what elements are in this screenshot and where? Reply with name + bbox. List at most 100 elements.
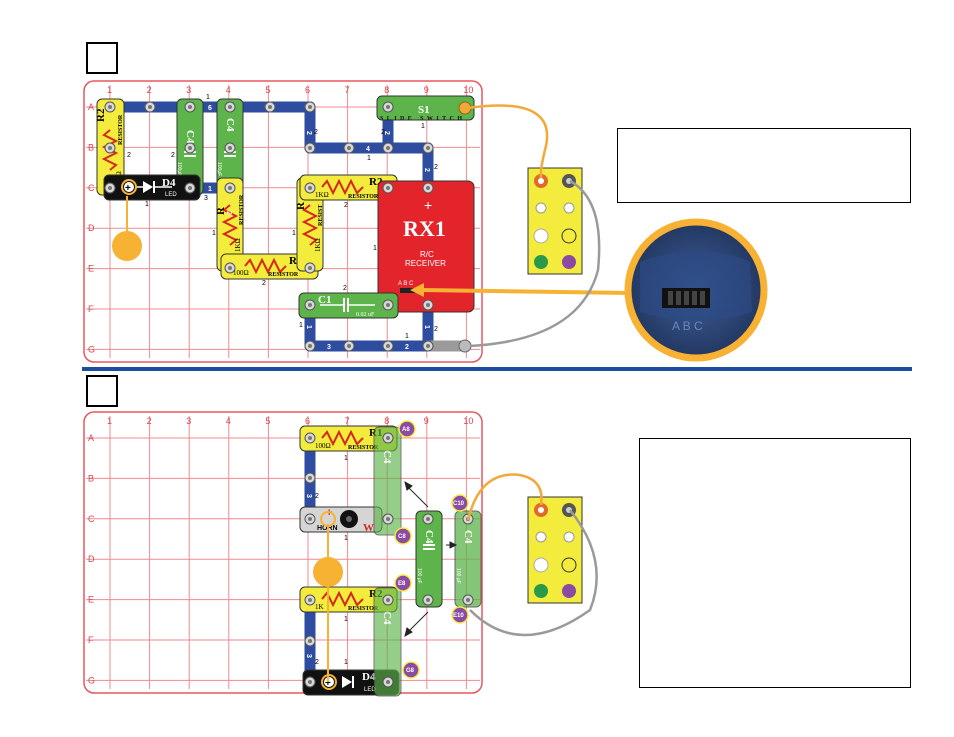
column-label: 9	[424, 416, 429, 426]
row-label: D	[88, 554, 95, 564]
d4-name: D4	[162, 177, 176, 189]
rx1-name: RX1	[403, 216, 446, 241]
column-label: 2	[147, 416, 152, 426]
snap-studs-1	[104, 101, 472, 353]
resistor-vertical-col4: R RESISTOR 1KΩ	[215, 177, 245, 272]
column-label: 3	[186, 416, 191, 426]
svg-text:C4: C4	[381, 450, 393, 464]
row-label: C	[88, 183, 95, 193]
svg-text:2: 2	[434, 326, 438, 333]
svg-text:1: 1	[373, 245, 377, 252]
column-label: 4	[226, 85, 231, 95]
snap-side-numbers-2: 121 112	[315, 455, 348, 666]
svg-text:1: 1	[299, 322, 303, 329]
svg-text:C4: C4	[381, 611, 393, 625]
c1-value: 0.02 uF	[356, 312, 375, 318]
svg-text:100 μF: 100 μF	[455, 568, 461, 584]
c4-left-name: C4	[184, 130, 196, 144]
receiver-rx1: + RX1 R/C RECEIVER A B C	[377, 180, 475, 313]
column-label: 6	[305, 85, 310, 95]
svg-text:C10: C10	[453, 501, 465, 507]
svg-text:1: 1	[145, 201, 149, 208]
row-label: E	[88, 595, 94, 605]
column-label: 2	[147, 85, 152, 95]
section-divider	[82, 367, 912, 371]
row-label: F	[88, 304, 94, 314]
svg-text:1: 1	[305, 325, 312, 329]
row-label: E	[88, 264, 94, 274]
column-label: 4	[226, 416, 231, 426]
svg-text:2: 2	[127, 152, 131, 159]
capacitor-c4-d: C4	[373, 587, 402, 697]
snap-numbers-2: 3 3	[305, 494, 312, 658]
snap-studs-2	[304, 432, 474, 688]
s1-kind: SLIDE SWITCH	[380, 116, 462, 122]
svg-text:1: 1	[344, 659, 348, 666]
column-label: 7	[345, 416, 350, 426]
d4-fig2-name: D4	[362, 671, 376, 683]
svg-text:E8: E8	[398, 581, 406, 587]
column-label: 10	[463, 85, 473, 95]
svg-text:6: 6	[208, 105, 212, 112]
column-label: 9	[424, 85, 429, 95]
capacitor-c4-c: C4 100 μF	[454, 510, 482, 608]
svg-text:2: 2	[343, 285, 347, 292]
svg-text:2: 2	[225, 211, 232, 215]
svg-text:2: 2	[383, 131, 390, 135]
r-vert-a-value: 1KΩ	[234, 238, 242, 252]
c4-mid-value: 100μF	[216, 162, 222, 176]
rx1-channels: A B C	[398, 281, 414, 287]
c4-mid-name: C4	[224, 118, 236, 132]
svg-text:E10: E10	[453, 613, 464, 619]
r2-left-name: R2	[95, 108, 107, 122]
r2-left-kind: RESISTOR	[118, 114, 124, 145]
rx1-plus: +	[424, 197, 432, 213]
zoom-letters: A B C	[672, 319, 703, 333]
svg-text:3: 3	[305, 654, 312, 658]
d4-plus: +	[125, 183, 131, 194]
r-vert-b-name: R	[295, 201, 307, 210]
svg-text:4: 4	[366, 146, 370, 153]
meter-box-1	[527, 167, 583, 275]
column-label: 8	[384, 85, 389, 95]
svg-text:1: 1	[206, 94, 210, 101]
svg-text:3: 3	[204, 195, 208, 202]
r2-mid-kind: RESISTOR	[348, 194, 379, 200]
svg-text:2: 2	[315, 659, 319, 666]
svg-text:2: 2	[381, 129, 385, 136]
c1-name: C1	[318, 294, 331, 306]
svg-text:A8: A8	[402, 427, 410, 433]
s1-name: S1	[418, 104, 430, 116]
svg-text:1: 1	[405, 333, 409, 340]
svg-text:3: 3	[327, 344, 331, 351]
orange-wire-1	[467, 104, 549, 179]
row-label: A	[88, 102, 94, 112]
svg-text:2: 2	[315, 493, 319, 500]
r1-fig2-value: 100Ω	[315, 442, 331, 450]
svg-text:2: 2	[171, 152, 175, 159]
r-vert-a-kind: RESISTOR	[239, 194, 245, 225]
switch-s1: S1 SLIDE SWITCH	[376, 95, 475, 122]
svg-text:2: 2	[434, 164, 438, 171]
note-box-2	[639, 438, 911, 688]
zoom-arrow	[419, 288, 631, 295]
capacitor-c1: C1 0.02 uF	[298, 292, 399, 319]
r1-fig2-kind: RESISTOR	[348, 445, 379, 451]
svg-text:1: 1	[423, 325, 430, 329]
svg-text:3: 3	[305, 494, 312, 498]
snap-numbers-1: 6 4 3 2 2 2 2 2 1 1 1	[208, 105, 430, 351]
d4-fig2-kind: LED	[364, 687, 376, 693]
svg-text:2: 2	[423, 168, 430, 172]
row-label: D	[88, 223, 95, 233]
svg-text:1: 1	[344, 455, 348, 462]
r1-value: 100Ω	[233, 269, 249, 277]
svg-text:1: 1	[292, 230, 296, 237]
d4-fig2-plus: +	[325, 678, 331, 689]
callout-dot-1	[112, 231, 142, 261]
svg-text:1: 1	[344, 616, 348, 623]
